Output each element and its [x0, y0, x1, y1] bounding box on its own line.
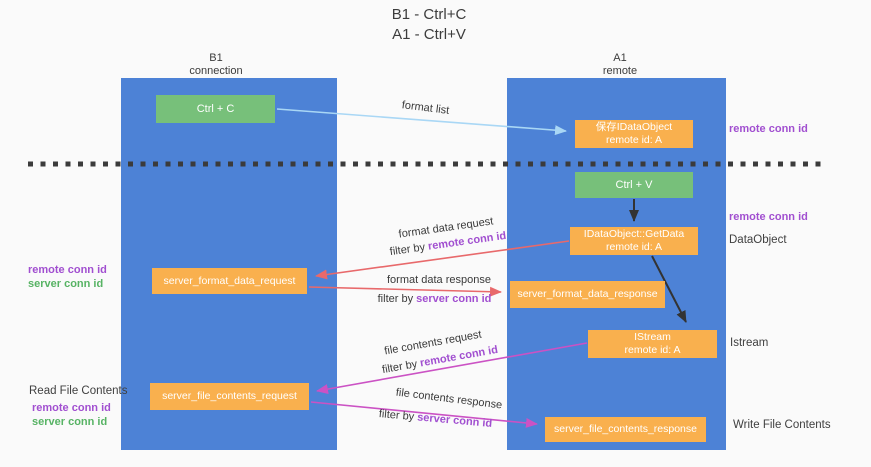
server-conn-id-bottom-label: server conn id	[32, 416, 108, 428]
filter-by-server-conn-id-label-1: filter by server conn id	[377, 293, 492, 305]
lane-a1-title: A1	[613, 52, 627, 64]
read-file-contents-label: Read File Contents	[29, 385, 128, 397]
filter-by-prefix: filter by	[381, 358, 419, 377]
server-conn-id-left-label: server conn id	[28, 278, 104, 290]
format-list-label: format list	[401, 99, 450, 117]
getdata-line1: IDataObject::GetData	[583, 228, 685, 240]
save-idataobject-line2: remote id: A	[605, 134, 663, 146]
filter-server-conn-id-value: server conn id	[416, 411, 493, 430]
filter-by-server-conn-id-label-2: filter by server conn id	[378, 408, 494, 430]
node-server-file-contents-request: server_file_contents_request	[150, 383, 309, 410]
server-file-contents-response-label: server_file_contents_response	[553, 423, 697, 435]
remote-conn-id-left-label: remote conn id	[28, 264, 107, 276]
server-format-data-request-label: server_format_data_request	[163, 274, 296, 287]
node-istream: IStream remote id: A	[588, 330, 717, 358]
node-ctrl-v: Ctrl + V	[575, 172, 693, 198]
remote-conn-id-top-label: remote conn id	[729, 123, 808, 135]
lane-a1-subtitle: remote	[602, 65, 638, 77]
node-server-format-data-request: server_format_data_request	[152, 268, 307, 294]
istream-side-label: Istream	[730, 337, 769, 349]
istream-line1: IStream	[634, 331, 671, 343]
node-idataobject-getdata: IDataObject::GetData remote id: A	[570, 227, 698, 255]
lane-header-a1: A1 remote	[520, 52, 720, 78]
remote-conn-id-mid-label: remote conn id	[729, 211, 808, 223]
server-file-contents-request-label: server_file_contents_request	[162, 390, 297, 402]
filter-by-prefix: filter by	[377, 293, 414, 305]
getdata-line2: remote id: A	[605, 241, 663, 253]
remote-conn-id-bottom-label: remote conn id	[32, 402, 111, 414]
node-save-idataobject: 保存IDataObject remote id: A	[575, 120, 693, 148]
lane-b1-title: B1	[209, 52, 223, 64]
lane-header-b1: B1 connection	[116, 52, 316, 78]
server-format-data-response-label: server_format_data_response	[517, 288, 658, 300]
format-data-response-label: format data response	[387, 274, 491, 286]
file-contents-response-label: file contents response	[395, 386, 503, 412]
format-data-response-arrow	[308, 286, 502, 297]
filter-by-prefix: filter by	[389, 241, 426, 259]
dataobject-label: DataObject	[729, 234, 787, 246]
node-ctrl-c: Ctrl + C	[156, 95, 275, 123]
istream-line2: remote id: A	[624, 344, 681, 356]
title-line-2: A1 - Ctrl+V	[392, 26, 466, 43]
title-line-1: B1 - Ctrl+C	[391, 6, 467, 23]
filter-by-prefix: filter by	[378, 408, 415, 424]
filter-server-conn-id-value: server conn id	[416, 293, 492, 305]
lane-b1-subtitle: connection	[189, 65, 243, 77]
node-server-file-contents-response: server_file_contents_response	[545, 417, 706, 442]
ctrl-c-label: Ctrl + C	[196, 103, 235, 115]
save-idataobject-line1: 保存IDataObject	[595, 121, 673, 133]
write-file-contents-label: Write File Contents	[733, 419, 831, 431]
ctrl-v-label: Ctrl + V	[615, 179, 653, 191]
diagram-title: B1 - Ctrl+C A1 - Ctrl+V	[329, 5, 529, 45]
node-server-format-data-response: server_format_data_response	[510, 281, 665, 308]
